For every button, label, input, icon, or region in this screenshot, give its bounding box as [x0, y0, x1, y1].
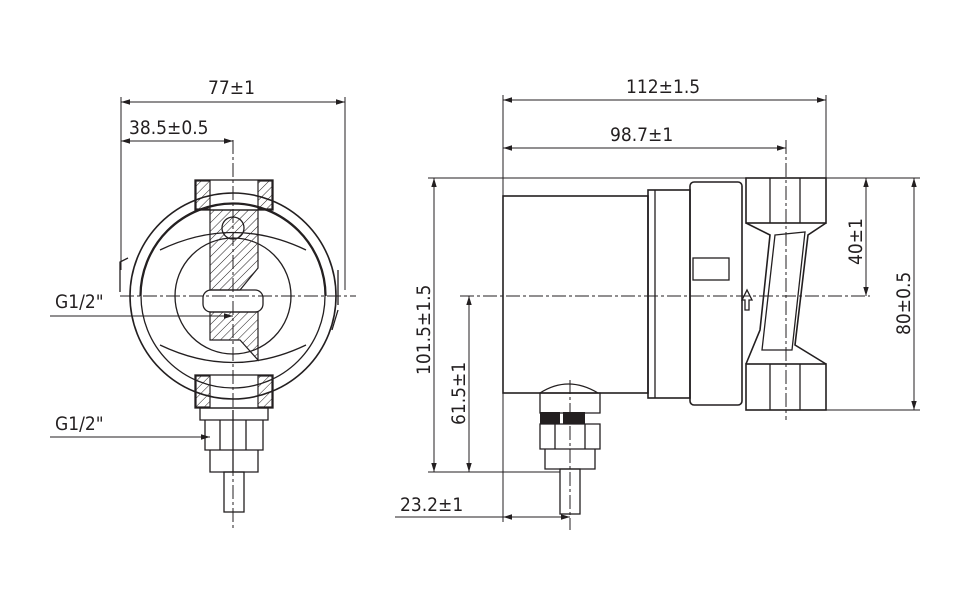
- thread-outlet-label: G1/2": [55, 413, 104, 435]
- dim-width-label: 77±1: [208, 77, 255, 99]
- dim-length-label: 112±1.5: [626, 76, 700, 98]
- dim-pipe-axis-label: 98.7±1: [610, 124, 673, 146]
- thread-inlet-label: G1/2": [55, 291, 104, 313]
- dim-half-pipe-label: 40±1: [845, 218, 867, 265]
- dim-pipe-label: 80±0.5: [893, 272, 915, 335]
- dim-gland-offset-label: 23.2±1: [400, 494, 463, 516]
- dim-half-width-label: 38.5±0.5: [129, 117, 209, 139]
- front-view: 77±1 38.5±0.5 G1/2" G1/2": [50, 77, 356, 530]
- motor-body: [502, 195, 649, 394]
- dim-axis-height-label: 61.5±1: [448, 362, 470, 425]
- dim-total-height-label: 101.5±1.5: [413, 285, 435, 375]
- side-view: 112±1.5 98.7±1 40±1 80±0.5 101.5±1.5 61.…: [395, 76, 920, 530]
- gland-label-mark: [540, 412, 560, 424]
